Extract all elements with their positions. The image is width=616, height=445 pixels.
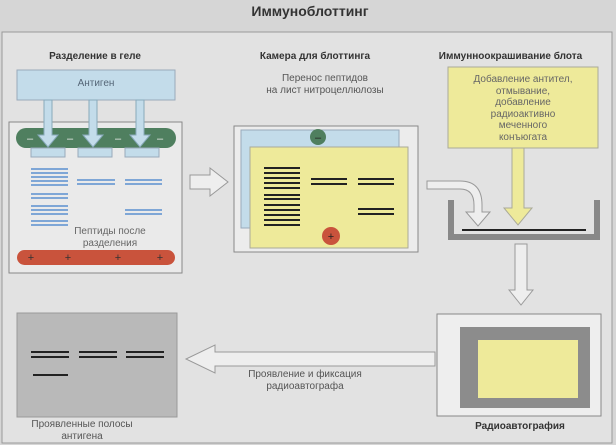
antigen-bands — [31, 351, 164, 376]
staining-step: меченного — [498, 120, 548, 131]
blot-on-film — [478, 340, 578, 398]
transfer-label-line: на лист нитроцеллюлозы — [266, 85, 384, 96]
wells — [30, 147, 160, 158]
anode-electrode — [322, 227, 340, 245]
radiography-heading: Радиоавтография — [475, 421, 565, 432]
gel-heading: Разделение в геле — [49, 51, 141, 62]
staining-step: конъюгата — [498, 131, 548, 143]
arrow-down-icon — [507, 243, 535, 306]
staining-step: отмывание, — [495, 85, 551, 97]
antigen-box — [16, 69, 176, 101]
electrode-signs: – – – – – + + + + + — [27, 132, 334, 264]
staining-steps: Добавление антител, отмывание, добавлени… — [448, 74, 598, 143]
svg-text:–: – — [115, 133, 122, 145]
staining-step: радиоактивно — [490, 108, 556, 120]
arrow-right-icon — [189, 166, 229, 198]
svg-text:–: – — [157, 133, 164, 145]
blotting-heading: Камера для блоттинга — [259, 51, 371, 62]
peptides-label-line: Пептиды после — [74, 226, 146, 237]
staining-arrow-icon — [502, 147, 534, 226]
staining-step: добавление — [495, 97, 551, 108]
antigen-arrows — [36, 99, 152, 148]
svg-text:+: + — [65, 252, 71, 264]
development-label-line: Проявление и фиксация — [248, 369, 362, 380]
incubation-tray — [448, 200, 600, 240]
svg-text:–: – — [27, 133, 34, 145]
svg-text:–: – — [67, 133, 74, 145]
page-title: Иммуноблоттинг — [251, 3, 369, 19]
arrow-left-icon — [184, 344, 436, 374]
membrane-bands — [264, 167, 394, 226]
svg-text:–: – — [315, 132, 322, 144]
anode-bar — [17, 250, 175, 265]
result-label-line: антигена — [61, 431, 103, 442]
transfer-label-line: Перенос пептидов — [281, 73, 368, 84]
cathode-electrode — [310, 129, 326, 145]
staining-heading: Иммунноокрашивание блота — [438, 51, 583, 62]
gel-bands — [31, 168, 162, 226]
development-label-line: радиоавтографа — [266, 381, 344, 392]
svg-text:+: + — [28, 252, 34, 264]
svg-text:+: + — [328, 231, 334, 243]
result-label-line: Проявленные полосы — [31, 419, 133, 430]
staining-steps-box — [447, 66, 599, 149]
developed-film — [16, 312, 178, 418]
peptides-label-line: разделения — [82, 238, 138, 249]
svg-text:+: + — [115, 252, 121, 264]
svg-text:+: + — [157, 252, 163, 264]
antigen-label: Антиген — [77, 78, 115, 89]
curved-arrow-icon — [426, 180, 492, 227]
staining-step: Добавление антител, — [473, 74, 573, 85]
